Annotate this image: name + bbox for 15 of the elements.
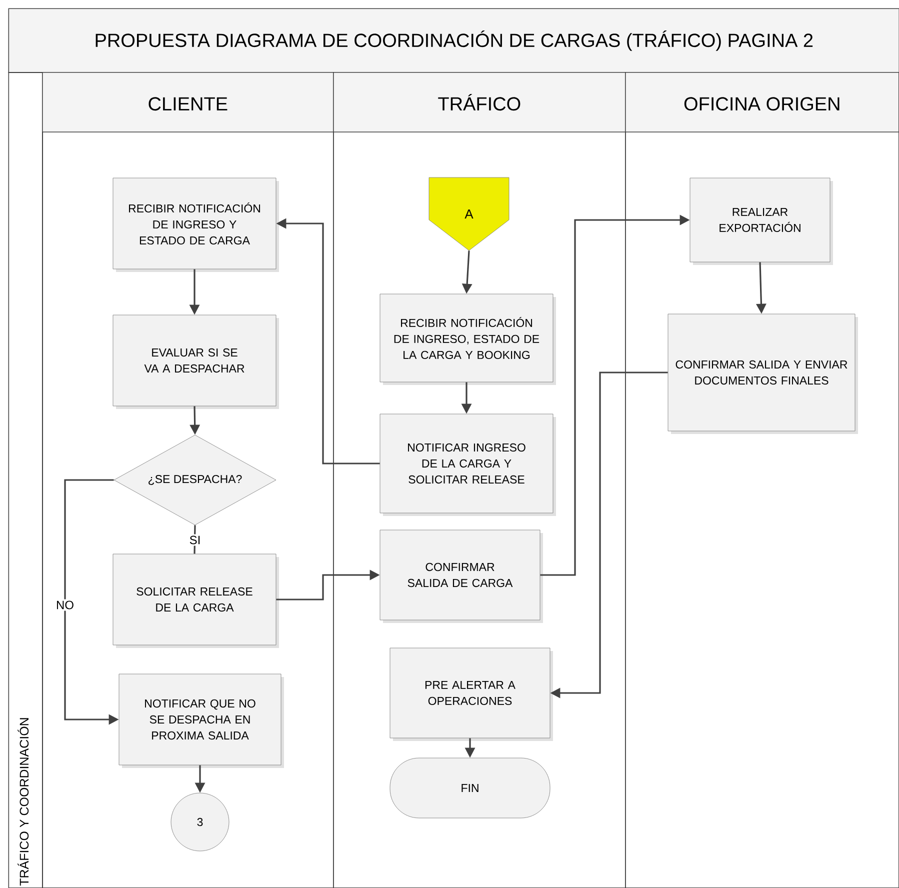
edge-label: NO <box>54 599 76 611</box>
process-box: SOLICITAR RELEASE DE LA CARGA <box>112 554 279 648</box>
terminator: FIN <box>390 758 550 818</box>
process-box: REALIZAR EXPORTACIÓN <box>690 178 833 265</box>
process-box: NOTIFICAR INGRESO DE LA CARGA Y SOLICITAR RELEASE <box>380 414 556 516</box>
process-box: CONFIRMAR SALIDA DE CARGA <box>380 530 543 623</box>
process-box: PRE ALERTAR A OPERACIONES <box>390 648 553 741</box>
process-box: RECIBIR NOTIFICACIÓN DE INGRESO Y ESTADO DE CARGA <box>112 178 279 272</box>
process-box: RECIBIR NOTIFICACIÓN DE INGRESO, ESTADO DE LA CARGA Y BOOKING <box>380 294 556 385</box>
edge-label: SI <box>188 534 202 546</box>
pool-band: TRÁFICO Y COORDINACIÓN <box>8 72 44 888</box>
off-page-connector: A <box>428 177 510 251</box>
process-box: NOTIFICAR QUE NO SE DESPACHA EN PROXIMA SALIDA <box>118 674 284 768</box>
process-box: EVALUAR SI SE VA A DESPACHAR <box>112 314 279 409</box>
process-box: CONFIRMAR SALIDA Y ENVIAR DOCUMENTOS FINALES <box>668 314 858 434</box>
